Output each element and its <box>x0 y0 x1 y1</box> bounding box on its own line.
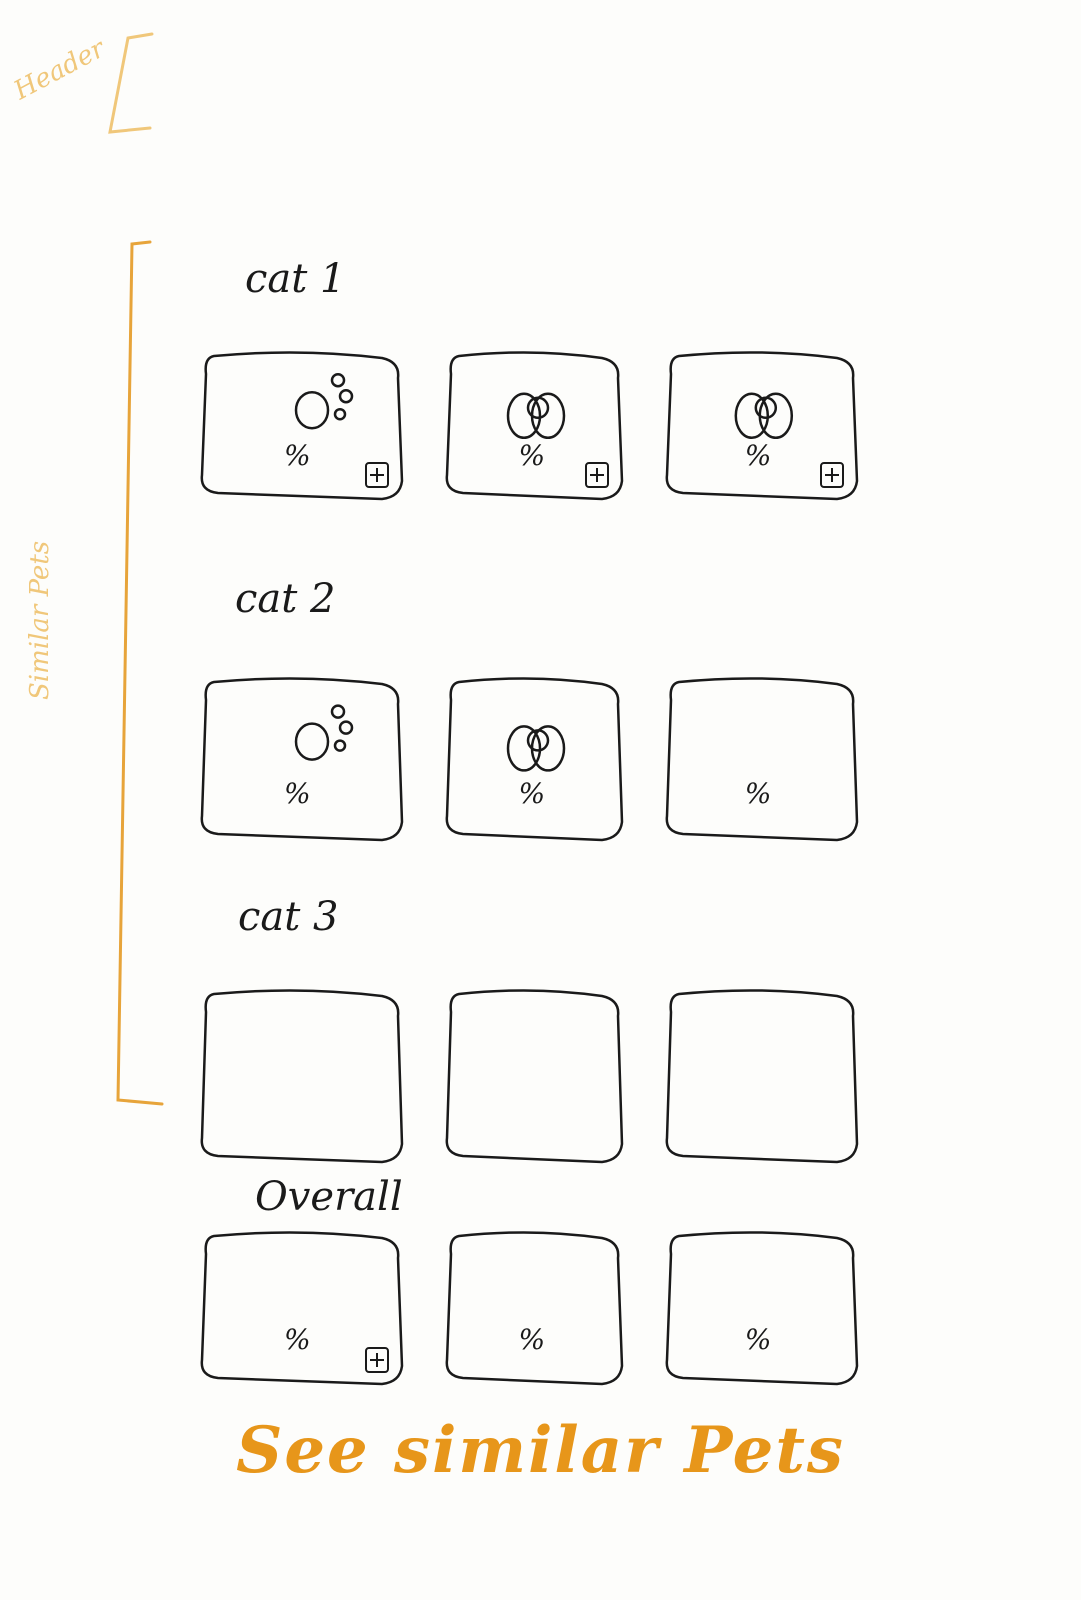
pet-card[interactable]: % <box>445 351 624 501</box>
similar-pets-label: Similar Pets <box>25 541 55 700</box>
similar-pets-bracket <box>116 240 164 1106</box>
pet-card[interactable]: % <box>200 351 404 501</box>
section-title-cat3: cat 3 <box>238 894 339 940</box>
card-outline <box>665 351 859 501</box>
similar-pets-annotation: Similar Pets <box>25 240 164 1106</box>
match-percentage: % <box>519 1323 546 1356</box>
paw-print-icon <box>294 372 354 430</box>
see-similar-pets-button[interactable]: See similar Pets <box>236 1412 845 1488</box>
section-title-cat2: cat 2 <box>235 576 336 622</box>
header-annotation: Header <box>8 32 154 134</box>
card-outline <box>445 677 624 842</box>
card-outline <box>665 677 859 842</box>
card-outline <box>200 989 404 1164</box>
pet-card[interactable] <box>200 989 404 1164</box>
pet-card[interactable]: % <box>445 677 624 842</box>
card-outline <box>200 677 404 842</box>
match-percentage: % <box>284 1323 311 1356</box>
add-icon[interactable] <box>365 1347 389 1373</box>
pet-card[interactable] <box>665 989 859 1164</box>
add-icon[interactable] <box>365 462 389 488</box>
pet-card[interactable]: % <box>665 677 859 842</box>
card-outline <box>665 989 859 1164</box>
pet-card[interactable]: % <box>445 1231 624 1386</box>
cta-area: See similar Pets <box>0 1400 1081 1500</box>
card-outline <box>200 1231 404 1386</box>
dog-face-icon <box>506 392 566 440</box>
card-outline <box>445 351 624 501</box>
match-percentage: % <box>519 777 546 810</box>
paw-print-icon <box>294 704 354 761</box>
dog-face-icon <box>506 725 566 772</box>
card-outline <box>445 989 624 1164</box>
card-grid: %%%%%%%%% <box>200 351 859 1386</box>
header-label: Header <box>8 33 111 107</box>
match-percentage: % <box>519 439 546 472</box>
pet-card[interactable]: % <box>200 1231 404 1386</box>
card-outline <box>200 351 404 501</box>
section-title-overall: Overall <box>255 1174 403 1220</box>
card-outline <box>445 1231 624 1386</box>
add-icon[interactable] <box>820 462 844 488</box>
pet-card[interactable] <box>445 989 624 1164</box>
pet-card[interactable]: % <box>200 677 404 842</box>
section-title-cat1: cat 1 <box>245 256 346 302</box>
match-percentage: % <box>745 439 772 472</box>
match-percentage: % <box>745 777 772 810</box>
match-percentage: % <box>284 777 311 810</box>
pet-card[interactable]: % <box>665 1231 859 1386</box>
header-bracket <box>108 32 154 134</box>
pet-card[interactable]: % <box>665 351 859 501</box>
dog-face-icon <box>734 392 794 440</box>
card-outline <box>665 1231 859 1386</box>
add-icon[interactable] <box>585 462 609 488</box>
match-percentage: % <box>745 1323 772 1356</box>
match-percentage: % <box>284 439 311 472</box>
